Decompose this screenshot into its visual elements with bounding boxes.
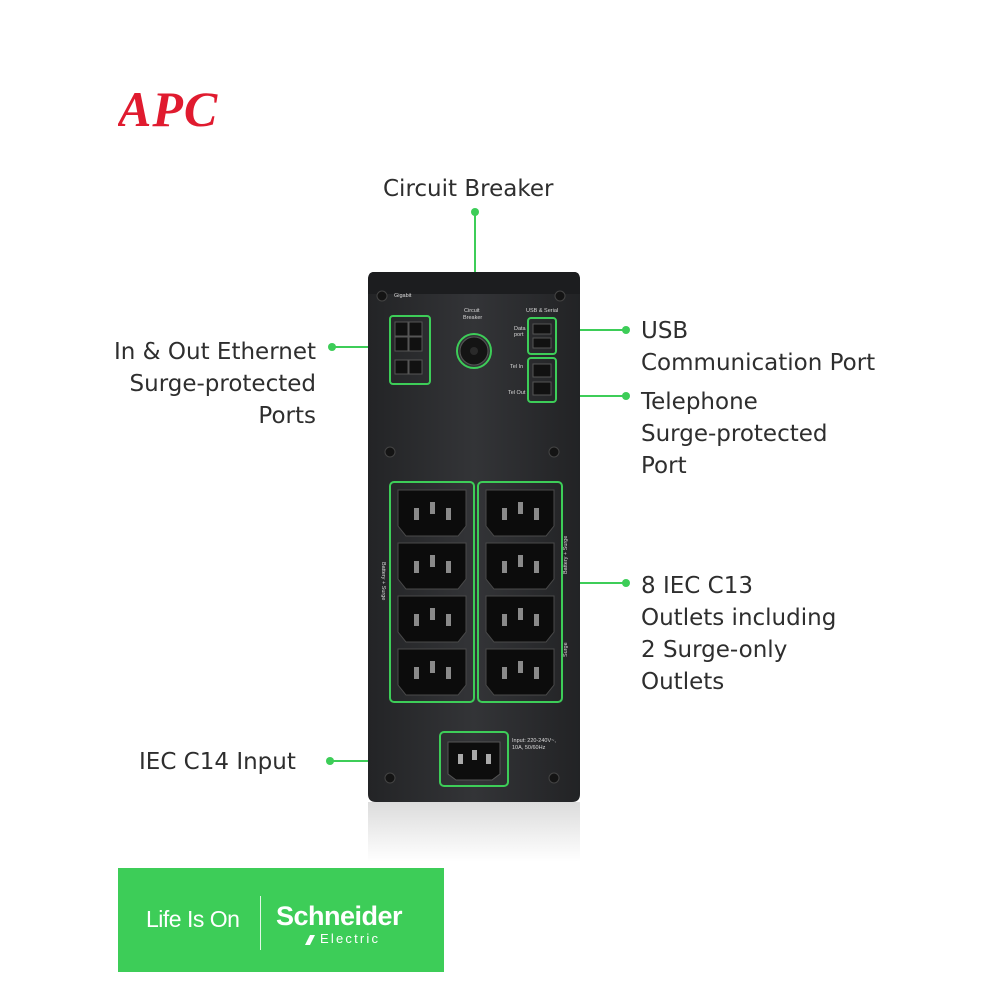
callout-leader-line — [566, 582, 626, 584]
battery-surge-label: Battery + Surge — [563, 536, 569, 574]
callout-leader-line — [332, 346, 390, 348]
outlet-socket — [485, 489, 555, 537]
callout-line: Circuit Breaker — [383, 176, 554, 202]
company-subbrand: Electric — [320, 931, 381, 946]
callout-telephone: Telephone Surge-protected Port — [641, 386, 827, 482]
input-rating-label: Input: 220-240V~, — [512, 738, 556, 744]
callout-line: IEC C14 Input — [139, 749, 296, 775]
svg-text:APC: APC — [118, 82, 218, 134]
callout-line: USB — [641, 318, 689, 344]
callout-line: Port — [641, 453, 687, 479]
ethernet-ports — [389, 315, 431, 385]
schneider-mark-icon — [305, 935, 315, 945]
callout-line: Outlets — [641, 669, 725, 695]
callout-line: Surge-protected — [129, 371, 316, 397]
outlet-socket — [485, 648, 555, 696]
callout-input: IEC C14 Input — [139, 746, 296, 778]
callout-line: Surge-protected — [641, 421, 828, 447]
tel-out-label: Tel Out — [508, 390, 526, 396]
banner-divider — [260, 896, 261, 950]
apc-logo: APC — [118, 82, 218, 134]
data-port-label: port — [514, 332, 524, 338]
input-rating-label: 10A, 50/60Hz — [512, 745, 546, 751]
telephone-ports — [527, 357, 557, 403]
ups-rear-panel: Gigabit Circuit Breaker USB & Serial Dat… — [368, 272, 580, 802]
device-reflection — [368, 802, 580, 862]
callout-usb: USB Communication Port — [641, 315, 875, 379]
callout-circuit-breaker: Circuit Breaker — [383, 173, 553, 205]
callout-ethernet: In & Out Ethernet Surge-protected Ports — [96, 336, 316, 432]
circuit-breaker-button — [456, 333, 492, 369]
callout-dot — [622, 326, 630, 334]
iec-c14-input — [439, 731, 509, 787]
callout-line: Communication Port — [641, 350, 876, 376]
breaker-label: Circuit — [464, 308, 480, 314]
outlet-socket — [485, 595, 555, 643]
callout-line: Ports — [258, 403, 316, 429]
callout-line: Outlets including — [641, 605, 837, 631]
data-port-label: Data — [514, 326, 527, 332]
callout-dot — [622, 579, 630, 587]
outlet-socket — [397, 489, 467, 537]
gigabit-label: Gigabit — [394, 293, 412, 299]
usb-serial-label: USB & Serial — [526, 308, 558, 314]
callout-line: 8 IEC C13 — [641, 573, 753, 599]
battery-surge-label: Battery + Surge — [380, 562, 386, 600]
tagline: Life Is On — [146, 906, 240, 932]
callout-outlets: 8 IEC C13 Outlets including 2 Surge-only… — [641, 570, 836, 698]
outlet-socket — [397, 595, 467, 643]
outlet-socket — [397, 542, 467, 590]
callout-leader-line — [556, 395, 626, 397]
surge-label: Surge — [563, 642, 569, 657]
outlet-socket — [397, 648, 467, 696]
screw-icon — [376, 290, 566, 784]
schneider-banner — [118, 868, 444, 972]
breaker-label: Breaker — [463, 315, 482, 321]
callout-dot — [622, 392, 630, 400]
callout-line: 2 Surge-only — [641, 637, 788, 663]
callout-line: In & Out Ethernet — [113, 339, 316, 365]
outlet-socket — [485, 542, 555, 590]
callout-line: Telephone — [641, 389, 758, 415]
tel-in-label: Tel In — [510, 364, 523, 370]
company-name: Schneider — [276, 901, 403, 931]
callout-leader-line — [556, 329, 626, 331]
iec-c13-outlets — [389, 481, 563, 703]
usb-data-port — [527, 317, 557, 355]
